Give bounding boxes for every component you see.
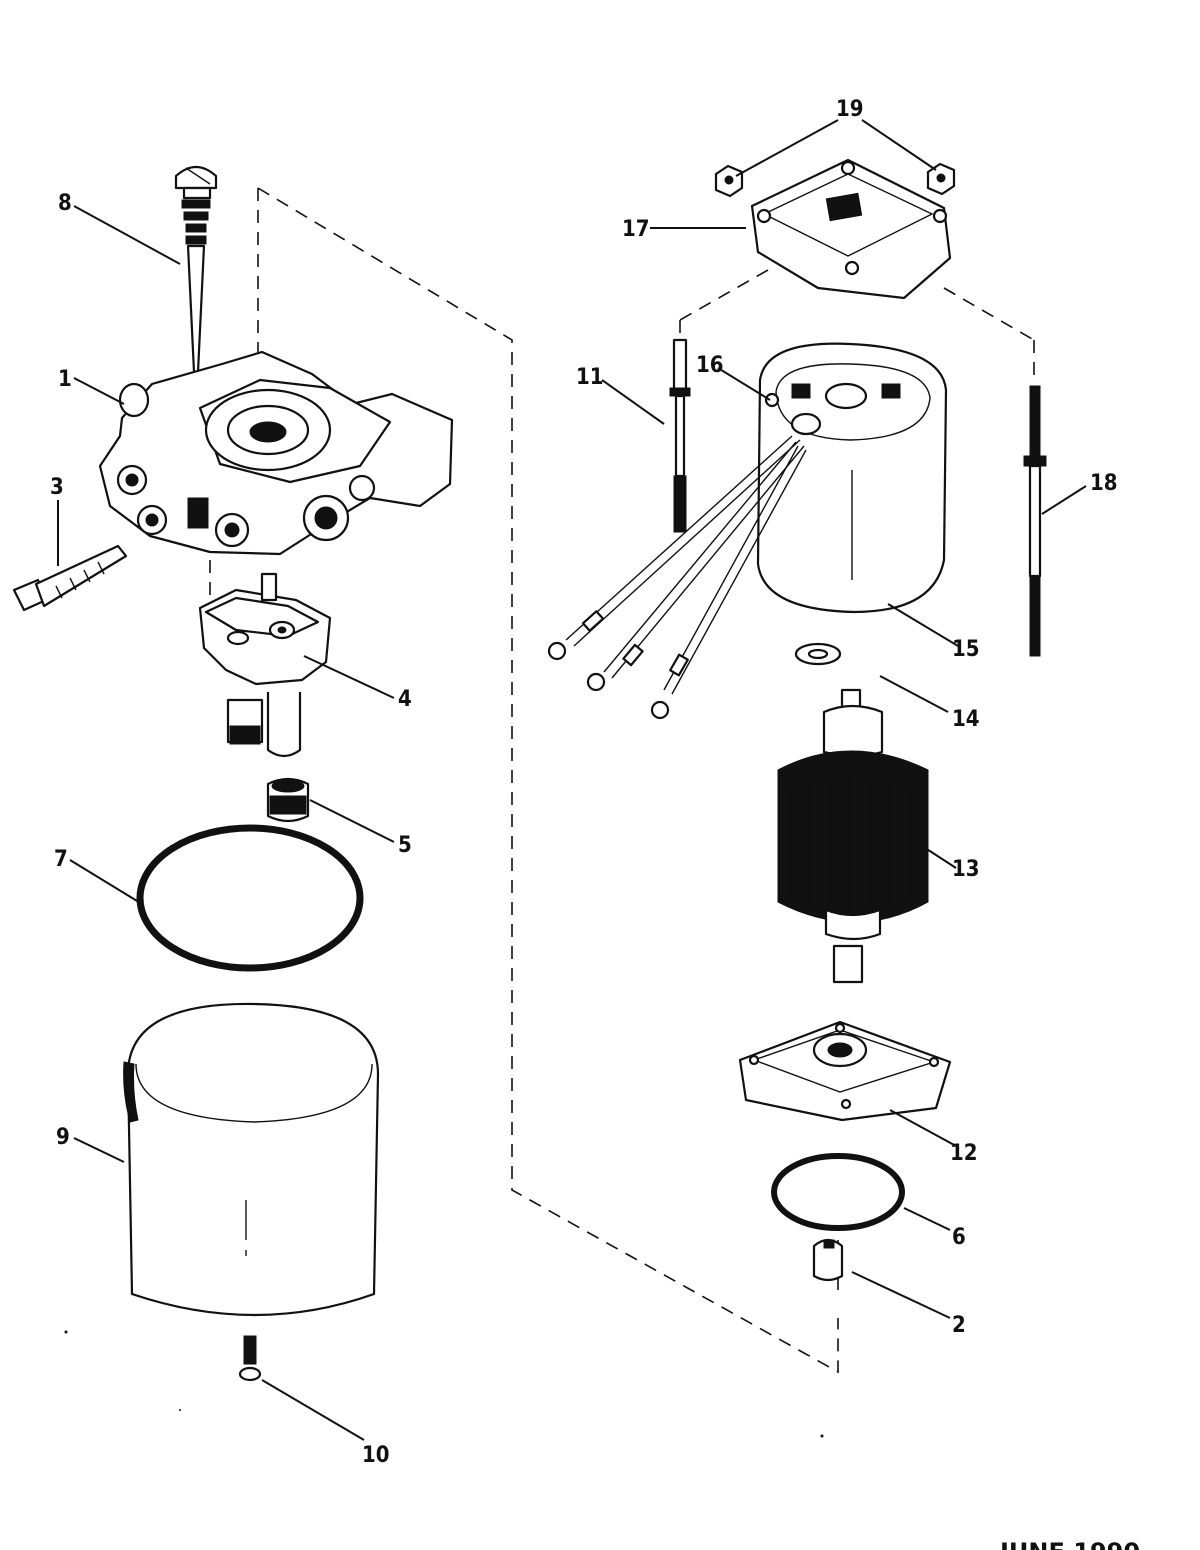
part-7-o-ring [136, 824, 364, 972]
part-4-pump [198, 572, 332, 758]
part-10-screw [238, 1335, 262, 1382]
callout-8: 8 [58, 191, 72, 216]
callout-7: 7 [54, 847, 68, 872]
part-6-o-ring [771, 1153, 905, 1231]
callout-18: 18 [1090, 471, 1118, 496]
leader-lines [57, 119, 1087, 1441]
part-19-nuts [714, 162, 956, 198]
part-1-pump-body [98, 350, 454, 556]
part-3-valve [12, 544, 128, 612]
part-2-coupler [812, 1238, 844, 1282]
callout-3: 3 [50, 475, 64, 500]
callout-4: 4 [398, 687, 412, 712]
callout-13: 13 [952, 857, 980, 882]
part-18-stud [1023, 385, 1047, 657]
callout-17: 17 [622, 217, 650, 242]
part-13-armature [777, 688, 929, 984]
callout-6: 6 [952, 1225, 966, 1250]
callout-12: 12 [950, 1141, 978, 1166]
part-12-end-plate [738, 1020, 952, 1122]
callout-14: 14 [952, 707, 980, 732]
callout-15: 15 [952, 637, 980, 662]
part-8-screw [174, 165, 218, 374]
callout-9: 9 [56, 1125, 70, 1150]
part-9-reservoir [123, 1002, 380, 1317]
part-17-end-cap [750, 158, 952, 300]
callout-19: 19 [836, 97, 864, 122]
footer-date: JUNE 1990 [998, 1538, 1140, 1550]
callout-1: 1 [58, 367, 72, 392]
part-15-motor-housing [756, 342, 948, 614]
callout-11: 11 [576, 365, 604, 390]
callout-16: 16 [696, 353, 724, 378]
callout-5: 5 [398, 833, 412, 858]
callout-numbers: 1 2 3 4 5 6 7 8 9 10 11 12 13 14 15 16 1… [50, 97, 1118, 1468]
part-11-stud [669, 338, 691, 533]
part-16-lead-wires [547, 435, 807, 720]
part-14-washer [794, 642, 842, 666]
part-5-filter [266, 777, 310, 823]
callout-10: 10 [362, 1443, 390, 1468]
callout-2: 2 [952, 1313, 966, 1338]
